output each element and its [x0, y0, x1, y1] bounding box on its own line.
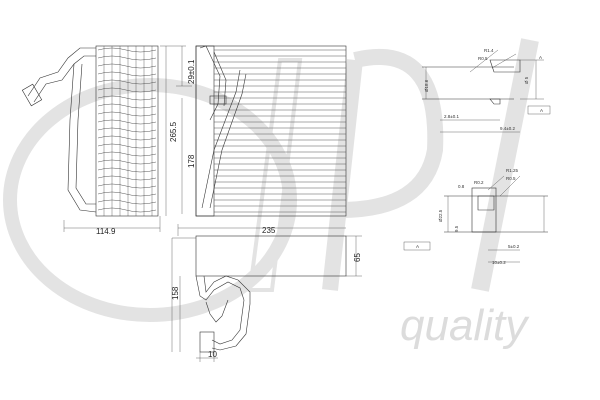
detail-upper-label-2: R0.5: [478, 56, 488, 61]
side-view-pipes: [199, 45, 247, 209]
detail-upper-label-3: Ø 5: [524, 76, 529, 84]
fin-row: [97, 95, 157, 101]
fin-row: [97, 55, 157, 61]
fin-row: [97, 143, 157, 149]
fin-row: [97, 167, 157, 173]
fin-row: [97, 79, 157, 85]
side-view-core: [195, 45, 347, 217]
fin-row: [97, 87, 157, 93]
detail-lower-label-5: 9.5: [454, 225, 459, 232]
dim-pipe-drop-label: 158: [171, 286, 180, 300]
fin-row: [97, 111, 157, 117]
detail-lower-label-1: 0.8: [458, 184, 465, 189]
fin-row: [97, 175, 157, 181]
fin-row: [97, 103, 157, 109]
detail-upper-fitting: R1.4 R0.5 Ø 5 A 2.8±0.1 9.4±0.2 Ø18.6 A: [422, 48, 551, 133]
fin-row: [97, 151, 157, 157]
detail-upper-label-1: R1.4: [484, 48, 494, 53]
fin-row: [97, 71, 157, 77]
dim-pipe-end-label: 10: [208, 350, 217, 359]
dim-depth-label: 114.9: [96, 227, 116, 236]
fin-row: [97, 191, 157, 197]
detail-lower-label-9: A: [416, 244, 419, 249]
detail-lower-label-2: R0.2: [474, 180, 484, 185]
top-view: 235 65 158 10: [171, 224, 362, 362]
fin-row: [97, 135, 157, 141]
detail-lower-fitting: 0.8 R0.2 R1.25 R0.5 9.5 10±0.2 5±0.2 Ø22…: [403, 168, 548, 265]
detail-lower-label-8: Ø22.5: [438, 209, 443, 222]
fin-row: [97, 199, 157, 205]
detail-upper-label-5: 2.8±0.1: [444, 114, 459, 119]
fin-row: [97, 159, 157, 165]
detail-lower-label-7: 5±0.2: [508, 244, 520, 249]
detail-lower-label-3: R1.25: [506, 168, 519, 173]
detail-upper-label-7: Ø18.6: [424, 79, 429, 92]
dim-inner-height-label: 178: [187, 154, 196, 168]
dim-height-label: 265.5: [169, 121, 178, 142]
watermark-tagline: quality: [400, 301, 530, 350]
watermark-logo: quality: [3, 38, 539, 350]
detail-upper-label-6: 9.4±0.2: [500, 126, 515, 131]
detail-lower-label-6: 10±0.2: [492, 260, 506, 265]
fin-row: [97, 119, 157, 125]
fin-row: [97, 207, 157, 213]
front-view-dimensions: 114.9 265.5 29±0.1 178: [63, 45, 196, 236]
detail-lower-label-4: R0.5: [506, 176, 516, 181]
fin-row: [97, 183, 157, 189]
front-view-fin-pack: [95, 45, 159, 217]
fin-row: [97, 127, 157, 133]
dim-top-offset-label: 29±0.1: [187, 59, 196, 84]
dim-width-label: 235: [262, 226, 276, 235]
detail-upper-label-4: A: [539, 55, 542, 60]
fin-row: [97, 47, 157, 53]
front-view-pipes: [21, 47, 97, 213]
fin-row: [97, 63, 157, 69]
dim-thickness-label: 65: [353, 253, 362, 262]
detail-upper-label-8: A: [540, 108, 543, 113]
